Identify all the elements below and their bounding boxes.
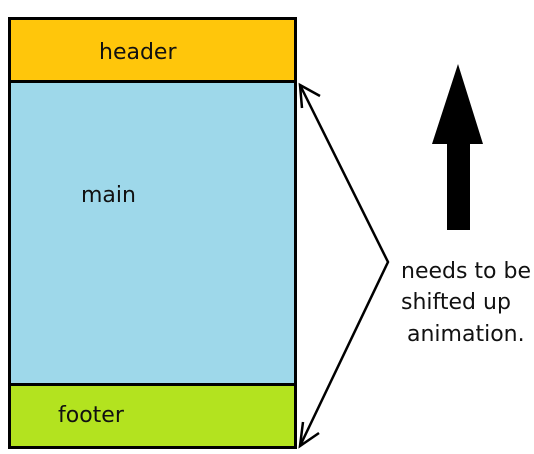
header-label: header [99,40,177,65]
up-arrow-icon [432,64,483,230]
footer-label: footer [58,403,124,428]
annotation-line-2: shifted up [401,290,511,315]
main-label: main [81,183,136,208]
annotation-line-3: animation. [407,322,525,347]
annotation-line-1: needs to be [401,259,532,284]
footer-block [8,383,297,449]
